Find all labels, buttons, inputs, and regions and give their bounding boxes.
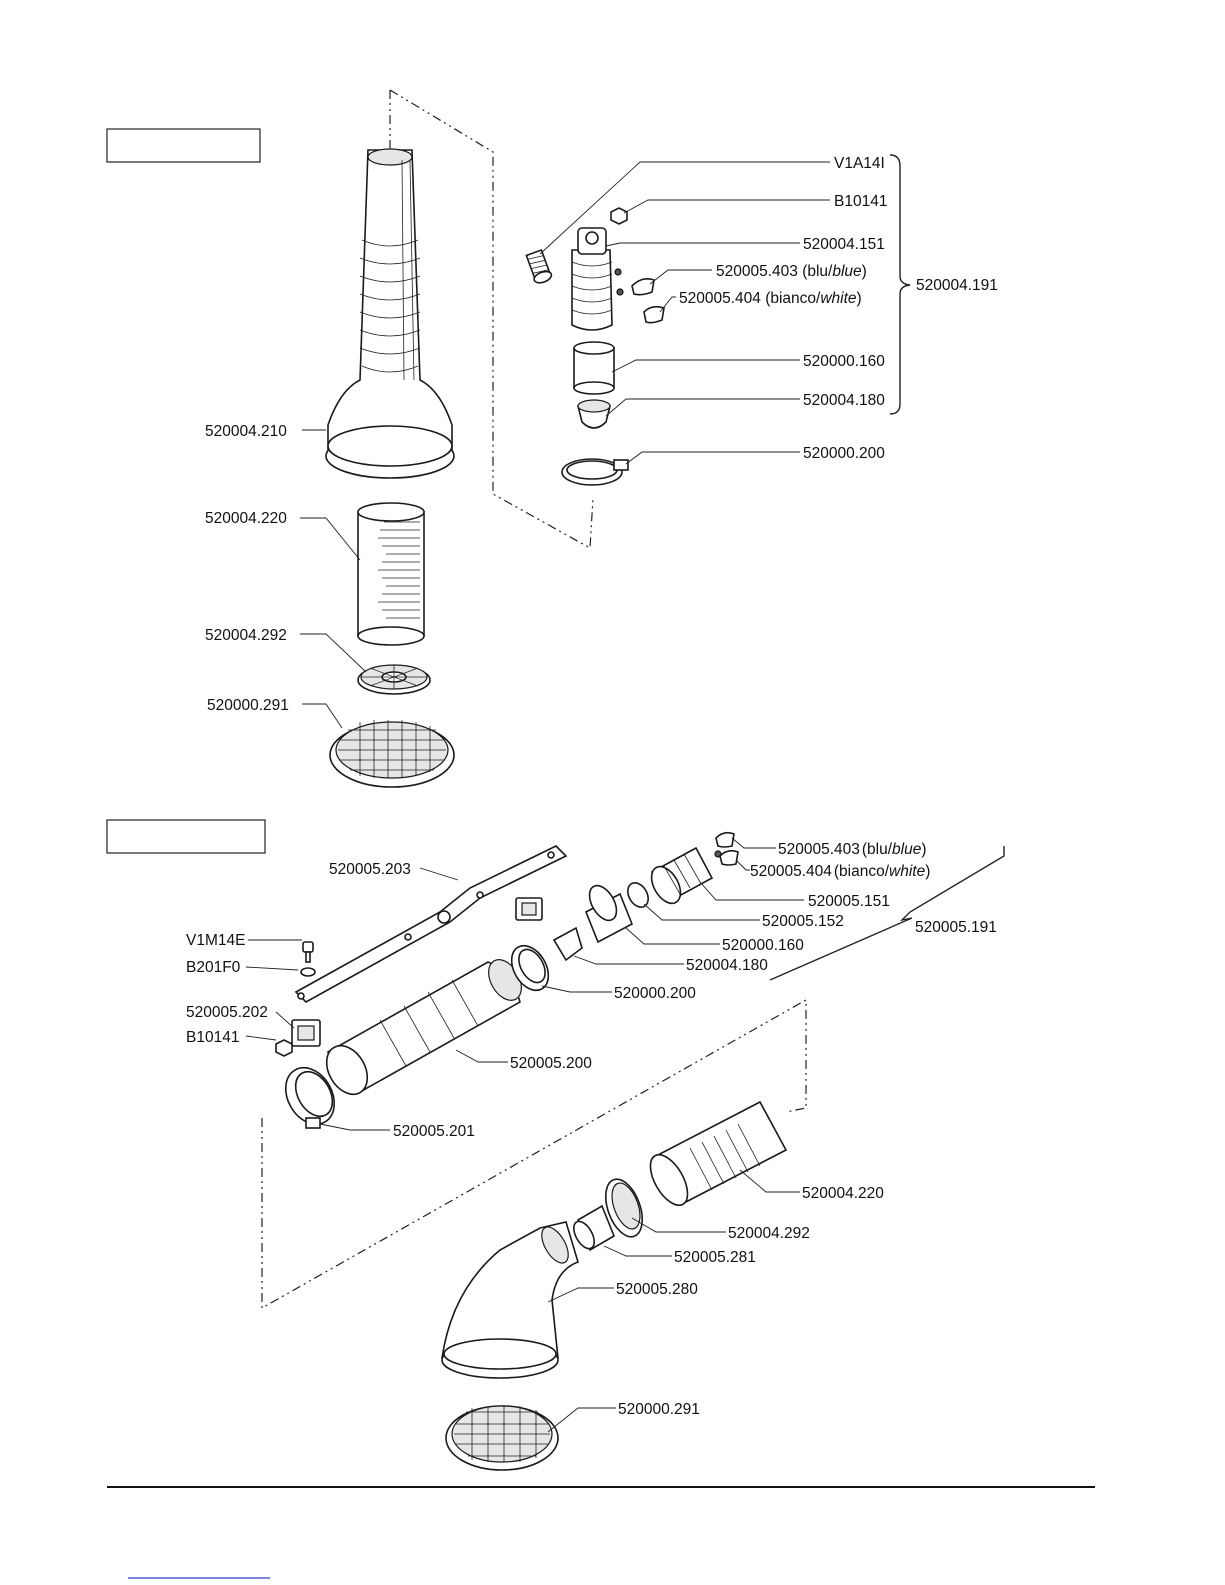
label-bracket: 520005.203 xyxy=(329,861,411,878)
clamp-part xyxy=(561,458,629,486)
label-clip-white-top: 520005.404 (bianco/white) xyxy=(679,290,862,307)
label-group-bottom: 520005.191 xyxy=(915,919,997,936)
label-bracket-block: 520005.202 xyxy=(186,1004,268,1021)
label-sleeve-bottom: 520000.160 xyxy=(722,937,804,954)
label-valve-body-bottom: 520005.151 xyxy=(808,893,890,910)
sleeve-bottom-part xyxy=(584,884,634,944)
label-washer: 520005.152 xyxy=(762,913,844,930)
label-nut-bottom: B10141 xyxy=(186,1029,239,1046)
screw-part xyxy=(525,248,553,284)
cap-part xyxy=(576,399,612,429)
washer-small-part xyxy=(300,967,316,977)
cap-bottom-part xyxy=(552,926,583,962)
hose-part xyxy=(357,502,425,646)
label-clip-white-bottom: 520005.404(bianco/white) xyxy=(750,863,930,880)
label-washer-small: B201F0 xyxy=(186,959,241,976)
clip-blue-part xyxy=(631,278,655,296)
bottom-assembly xyxy=(245,831,1005,1471)
bottom-labels: 520005.403(blu/blue) 520005.404(bianco/w… xyxy=(186,841,997,1418)
filter-small-part xyxy=(357,664,431,695)
label-sleeve-top: 520000.160 xyxy=(803,353,885,370)
label-filter-small-bottom: 520004.292 xyxy=(728,1225,810,1242)
label-bellows: 520005.200 xyxy=(510,1055,592,1072)
funnel-part xyxy=(325,148,455,479)
label-valve-body-top: 520004.151 xyxy=(803,236,885,253)
top-group-brace xyxy=(889,154,911,415)
label-hose-top: 520004.220 xyxy=(205,510,287,527)
nut-part xyxy=(610,207,628,225)
label-cap-top: 520004.180 xyxy=(803,392,885,409)
bottom-group-brace xyxy=(769,846,1005,981)
label-cap-bottom: 520004.180 xyxy=(686,957,768,974)
valve-body-bottom-part xyxy=(650,846,722,905)
valve-body-part xyxy=(571,227,624,331)
bottom-assembly-axis-line xyxy=(261,998,807,1310)
label-clamp-bottom: 520000.200 xyxy=(614,985,696,1002)
label-funnel: 520004.210 xyxy=(205,423,287,440)
label-clamp-top: 520000.200 xyxy=(803,445,885,462)
label-elbow: 520005.280 xyxy=(616,1281,698,1298)
elbow-part xyxy=(441,1221,579,1379)
clip-white-bottom-part xyxy=(719,849,739,866)
filter-small-bottom-part xyxy=(604,1178,644,1238)
hose-bottom-part xyxy=(649,1100,788,1207)
label-clip-blue-bottom: 520005.403(blu/blue) xyxy=(778,841,927,858)
clip-white-part xyxy=(643,305,665,324)
bottom-section-label-box xyxy=(106,819,266,854)
clamp-bottom-part xyxy=(510,944,550,992)
label-clamp-large: 520005.201 xyxy=(393,1123,475,1140)
bracket-block-upper-part xyxy=(515,897,543,921)
label-group-top: 520004.191 xyxy=(916,277,998,294)
bracket-part xyxy=(294,845,568,1003)
sleeve-part xyxy=(573,341,615,395)
label-nut-top: B10141 xyxy=(834,193,887,210)
top-labels: V1A14I B10141 520004.151 520005.403 (blu… xyxy=(205,155,998,714)
screw-bottom-part xyxy=(302,941,314,963)
label-ring: 520005.281 xyxy=(674,1249,756,1266)
label-screw-top: V1A14I xyxy=(834,155,885,172)
label-filter-small-top: 520004.292 xyxy=(205,627,287,644)
filter-base-part xyxy=(329,720,455,788)
label-clip-blue-top: 520005.403 (blu/blue) xyxy=(716,263,867,280)
nut-bottom-part xyxy=(275,1039,293,1057)
label-filter-base-bottom: 520000.291 xyxy=(618,1401,700,1418)
top-assembly xyxy=(300,89,911,788)
label-screw-bottom: V1M14E xyxy=(186,932,245,949)
clamp-large-part xyxy=(284,1066,336,1129)
filter-base-bottom-part xyxy=(445,1405,559,1471)
bracket-block-lower-part xyxy=(291,1019,321,1047)
top-section-label-box xyxy=(106,128,261,163)
ring-part xyxy=(572,1204,615,1252)
top-assembly-axis-line xyxy=(389,89,594,549)
clip-blue-bottom-part xyxy=(715,831,735,848)
label-hose-bottom: 520004.220 xyxy=(802,1185,884,1202)
washer-part xyxy=(627,882,649,908)
label-filter-base-top: 520000.291 xyxy=(207,697,289,714)
